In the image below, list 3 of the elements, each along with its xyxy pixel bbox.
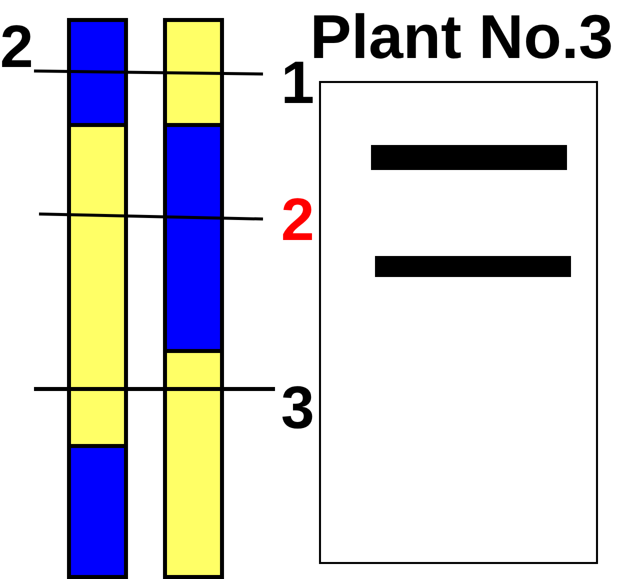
marker-number: 2 <box>281 190 314 250</box>
marker-number: 3 <box>281 378 314 438</box>
marker-number: 2 <box>0 17 34 77</box>
